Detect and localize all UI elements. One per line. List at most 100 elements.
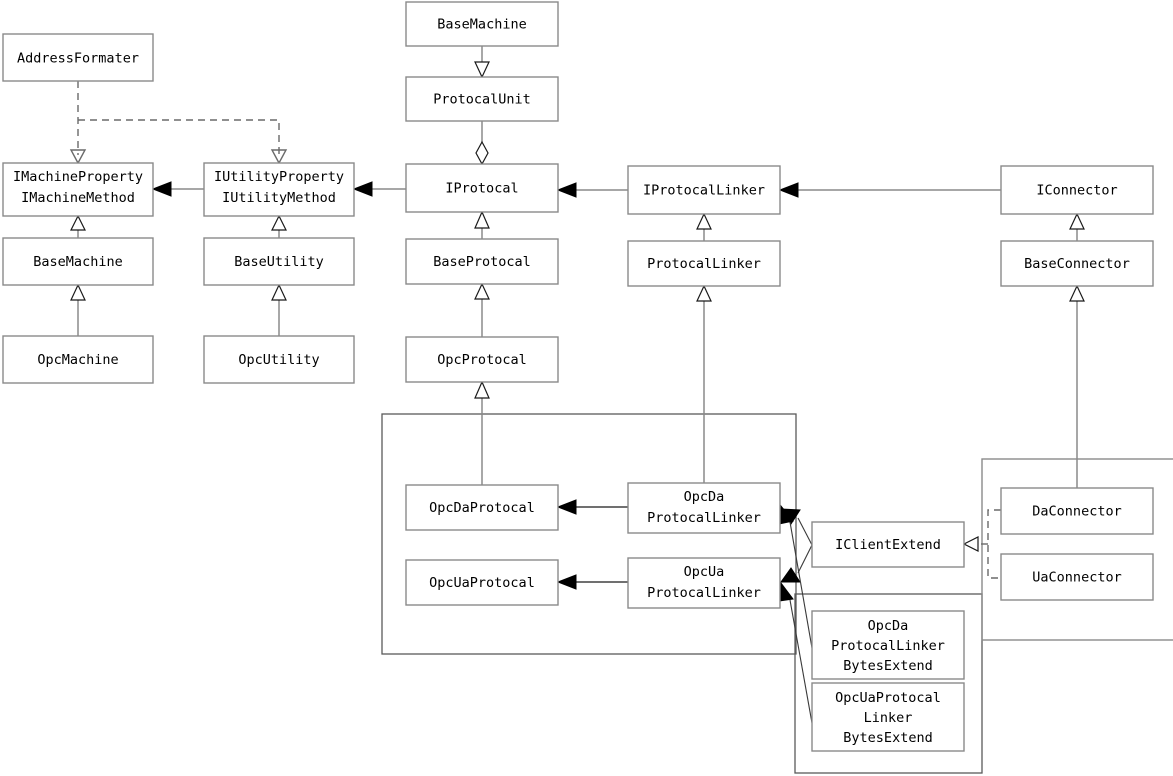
- class-box-base-utility[interactable]: BaseUtility: [203, 237, 355, 286]
- box-rect-base-protocal[interactable]: [405, 238, 559, 285]
- arrowhead-solid-opcdaprotocal: [556, 499, 577, 515]
- class-box-protocal-unit[interactable]: ProtocalUnit: [405, 76, 559, 122]
- class-box-base-machine-left[interactable]: BaseMachine: [2, 237, 154, 286]
- box-rect-iconnector[interactable]: [1000, 165, 1154, 215]
- box-rect-opcda-bytes-extend[interactable]: [811, 610, 965, 680]
- label-iconnector: IConnector: [1036, 183, 1117, 199]
- label-opc-ua-protocal-linker-2: ProtocalLinker: [647, 585, 761, 601]
- class-box-opcua-bytes-extend[interactable]: OpcUaProtocal Linker BytesExtend: [811, 682, 965, 752]
- class-box-address-formater[interactable]: AddressFormater: [2, 33, 154, 82]
- box-rect-address-formater[interactable]: [2, 33, 154, 82]
- arrowhead-hollow-iconnector: [1069, 212, 1085, 230]
- edge-connectors-realize-iclientextend: [987, 509, 1001, 579]
- box-rect-iutility-property[interactable]: [203, 162, 355, 217]
- box-rect-da-connector[interactable]: [1000, 487, 1154, 535]
- class-box-ua-connector[interactable]: UaConnector: [1000, 553, 1154, 601]
- class-box-iutility-property[interactable]: IUtilityProperty IUtilityMethod: [203, 162, 355, 217]
- box-rect-base-connector[interactable]: [1000, 240, 1154, 287]
- arrowhead-hollow-baseutility: [271, 283, 287, 301]
- label-iutility-property-1: IUtilityProperty: [214, 169, 344, 185]
- label-opc-ua-protocal-linker-1: OpcUa: [684, 564, 725, 580]
- arrowhead-hollow-iutility: [271, 214, 287, 231]
- box-rect-base-machine-left[interactable]: [2, 237, 154, 286]
- class-box-opc-protocal[interactable]: OpcProtocal: [405, 336, 559, 383]
- arrowhead-hollow-opcprotocal: [474, 380, 490, 399]
- label-protocal-linker: ProtocalLinker: [647, 256, 761, 272]
- arrowhead-solid-iprotocal: [556, 182, 577, 198]
- class-box-opc-ua-protocal-linker[interactable]: OpcUa ProtocalLinker: [627, 557, 781, 609]
- edge-iclientextend-opcdalinker: [797, 517, 813, 546]
- arrowhead-solid-imachine: [151, 181, 172, 197]
- class-box-opc-da-protocal[interactable]: OpcDaProtocal: [405, 484, 559, 531]
- arrowhead-hollow-baseprotocal: [474, 282, 490, 300]
- label-base-machine-left: BaseMachine: [33, 254, 122, 270]
- class-box-imachine-property[interactable]: IMachineProperty IMachineMethod: [2, 162, 154, 217]
- class-box-da-connector[interactable]: DaConnector: [1000, 487, 1154, 535]
- label-ua-connector: UaConnector: [1032, 570, 1121, 586]
- arrowhead-solid-iutility: [352, 181, 373, 197]
- class-box-base-protocal[interactable]: BaseProtocal: [405, 238, 559, 285]
- extend-group-frame: [794, 593, 983, 774]
- label-iprotocal-linker: IProtocalLinker: [643, 183, 765, 199]
- class-box-iconnector[interactable]: IConnector: [1000, 165, 1154, 215]
- connector-group-frame: [981, 458, 1173, 641]
- label-opc-protocal: OpcProtocal: [437, 352, 526, 368]
- arrowhead-solid-opcualinker-fromclient: [780, 567, 801, 583]
- class-box-opc-da-protocal-linker[interactable]: OpcDa ProtocalLinker: [627, 482, 781, 534]
- group-frames: [381, 413, 1173, 774]
- relationship-edges: [69, 46, 1085, 724]
- label-address-formater: AddressFormater: [17, 51, 139, 67]
- box-rect-imachine-property[interactable]: [2, 162, 154, 217]
- box-rect-opc-protocal[interactable]: [405, 336, 559, 383]
- edge-opcuabytesextend-opcualinker: [789, 599, 813, 724]
- box-rect-base-machine-top[interactable]: [405, 1, 559, 47]
- box-rect-opc-machine[interactable]: [2, 335, 154, 384]
- box-rect-opc-da-protocal[interactable]: [405, 484, 559, 531]
- label-opc-ua-protocal: OpcUaProtocal: [429, 575, 535, 591]
- label-opcda-bytes-extend-3: BytesExtend: [843, 658, 932, 674]
- edge-addressformater-to-iutility: [78, 119, 280, 155]
- label-base-utility: BaseUtility: [234, 254, 323, 270]
- label-opcda-bytes-extend-1: OpcDa: [868, 618, 909, 634]
- label-opc-da-protocal: OpcDaProtocal: [429, 500, 535, 516]
- box-rect-base-utility[interactable]: [203, 237, 355, 286]
- class-box-opc-machine[interactable]: OpcMachine: [2, 335, 154, 384]
- label-base-protocal: BaseProtocal: [433, 254, 531, 270]
- edge-opcdabytesextend-opcdalinker: [789, 521, 813, 649]
- label-opc-machine: OpcMachine: [37, 352, 118, 368]
- box-rect-opc-da-protocal-linker[interactable]: [627, 482, 781, 534]
- class-box-protocal-linker[interactable]: ProtocalLinker: [627, 240, 781, 287]
- box-rect-ua-connector[interactable]: [1000, 553, 1154, 601]
- class-box-iprotocal-linker[interactable]: IProtocalLinker: [627, 165, 781, 215]
- box-rect-iclient-extend[interactable]: [811, 521, 965, 568]
- label-opc-da-protocal-linker-1: OpcDa: [684, 489, 725, 505]
- box-rect-iprotocal[interactable]: [405, 163, 559, 213]
- edge-iclientextend-opcualinker: [797, 544, 813, 574]
- class-box-opc-utility[interactable]: OpcUtility: [203, 335, 355, 384]
- class-box-opc-ua-protocal[interactable]: OpcUaProtocal: [405, 559, 559, 606]
- arrowhead-hollow-iprotocallinker-gen: [696, 212, 712, 230]
- arrowhead-hollow-baseconnector: [1069, 284, 1085, 302]
- class-box-base-machine-top[interactable]: BaseMachine: [405, 1, 559, 47]
- box-rect-opcua-bytes-extend[interactable]: [811, 682, 965, 752]
- box-rect-opc-ua-protocal-linker[interactable]: [627, 557, 781, 609]
- box-rect-iprotocal-linker[interactable]: [627, 165, 781, 215]
- arrowhead-hollow-iclientextend: [962, 536, 979, 552]
- label-iutility-property-2: IUtilityMethod: [222, 190, 336, 206]
- class-box-iprotocal[interactable]: IProtocal: [405, 163, 559, 213]
- box-rect-protocal-linker[interactable]: [627, 240, 781, 287]
- class-box-opcda-bytes-extend[interactable]: OpcDa ProtocalLinker BytesExtend: [811, 610, 965, 680]
- label-opc-utility: OpcUtility: [238, 352, 319, 368]
- box-rect-opc-ua-protocal[interactable]: [405, 559, 559, 606]
- box-rect-protocal-unit[interactable]: [405, 76, 559, 122]
- label-protocal-unit: ProtocalUnit: [433, 92, 531, 108]
- class-box-base-connector[interactable]: BaseConnector: [1000, 240, 1154, 287]
- label-base-connector: BaseConnector: [1024, 256, 1130, 272]
- class-box-iclient-extend[interactable]: IClientExtend: [811, 521, 965, 568]
- box-rect-opc-utility[interactable]: [203, 335, 355, 384]
- arrowhead-solid-opcuaprotocal: [556, 574, 577, 590]
- label-iprotocal: IProtocal: [445, 181, 518, 197]
- arrowhead-solid-opcualinker-frombytes: [778, 581, 794, 602]
- class-boxes: AddressFormater IMachineProperty IMachin…: [2, 1, 1154, 752]
